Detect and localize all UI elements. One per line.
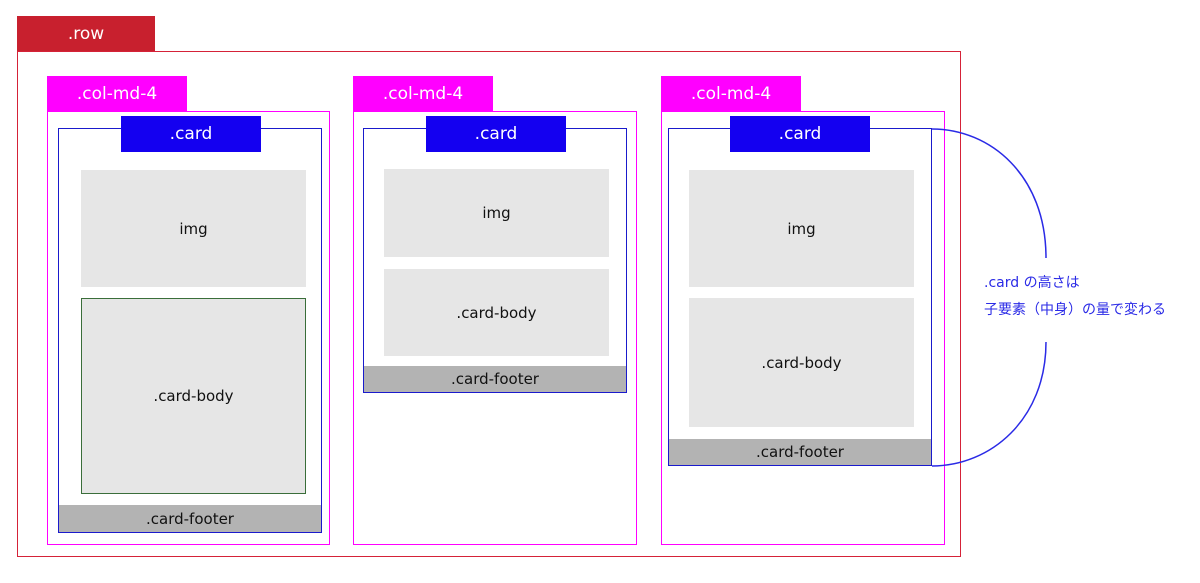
card-1-img: img <box>81 170 306 287</box>
bracket-lower-arc <box>931 341 1047 467</box>
card-1-label: .card <box>121 116 261 152</box>
card-2-img: img <box>384 169 609 257</box>
card-2-body: .card-body <box>384 269 609 356</box>
card-2-footer: .card-footer <box>364 366 626 392</box>
col-3-container <box>661 111 945 545</box>
col-2-label: .col-md-4 <box>353 76 493 112</box>
card-3-label: .card <box>730 116 870 152</box>
col-1-label: .col-md-4 <box>47 76 187 112</box>
annotation-line-2: 子要素（中身）の量で変わる <box>984 302 1166 318</box>
card-1-body: .card-body <box>81 298 306 494</box>
card-1-footer: .card-footer <box>59 505 321 532</box>
card-2-label: .card <box>426 116 566 152</box>
col-1-container <box>47 111 330 545</box>
bracket-upper-arc <box>931 128 1047 259</box>
annotation-line-1: .card の高さは <box>984 275 1080 291</box>
card-3-footer: .card-footer <box>669 439 931 465</box>
card-3-body: .card-body <box>689 298 914 427</box>
col-2-container <box>353 111 637 545</box>
card-3-img: img <box>689 170 914 287</box>
col-3-label: .col-md-4 <box>661 76 801 112</box>
row-label: .row <box>17 16 155 51</box>
row-container <box>17 51 961 557</box>
